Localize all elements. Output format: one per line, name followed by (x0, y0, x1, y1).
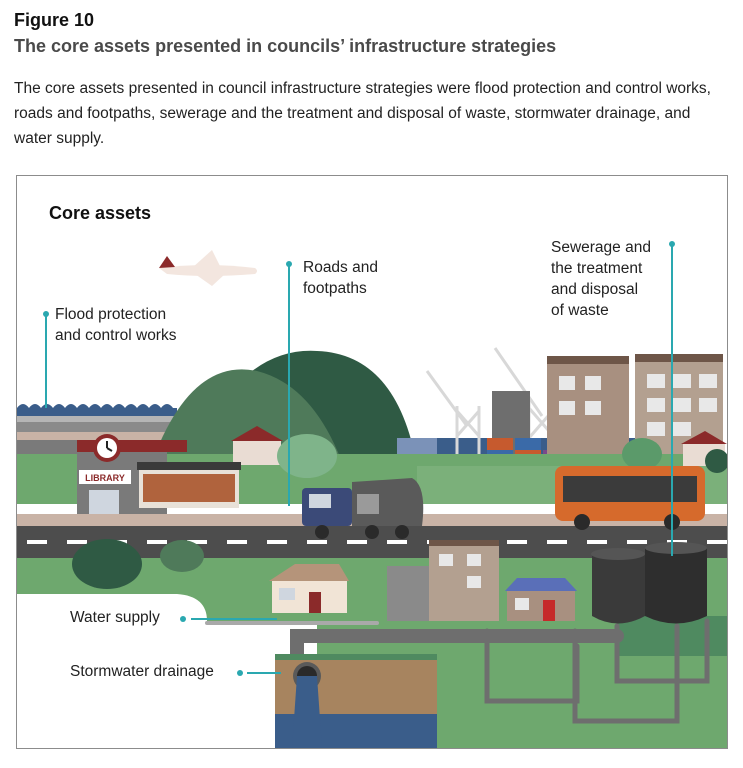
label-water-supply: Water supply (70, 609, 160, 626)
bush (160, 540, 204, 572)
label-stormwater-drainage: Stormwater drainage (70, 663, 214, 680)
label-flood-protection: Flood protection and control works (55, 306, 177, 344)
figure-title: The core assets presented in councils’ i… (14, 36, 557, 56)
tree (277, 434, 337, 478)
library-building (77, 434, 241, 520)
sewage-tanks (591, 542, 707, 624)
label-sewerage: Sewerage and the treatment and disposal … (551, 239, 651, 319)
leader-lines (45, 244, 673, 674)
tree (622, 438, 662, 470)
infrastructure-scene: LIBRARY (17, 176, 727, 748)
label-roads-footpaths: Roads and footpaths (303, 259, 378, 297)
rubbish-truck (302, 478, 424, 539)
water-supply-area (17, 594, 207, 621)
core-assets-illustration: LIBRARY (16, 175, 728, 749)
leader-dots (43, 241, 675, 676)
treatment-building (387, 540, 499, 621)
figure-description: The core assets presented in council inf… (14, 80, 711, 147)
plane-icon (159, 250, 257, 286)
tree (705, 449, 727, 473)
underground-pipes (205, 618, 710, 724)
small-house (269, 564, 349, 613)
hill-house (231, 426, 283, 465)
blue-roof-house (505, 578, 577, 621)
library-sign: LIBRARY (85, 473, 125, 483)
city-bus (555, 466, 705, 530)
diagram-title: Core assets (49, 203, 152, 223)
bush (72, 539, 142, 589)
stormwater-culvert (275, 654, 437, 748)
figure-label: Figure 10 (14, 10, 95, 30)
